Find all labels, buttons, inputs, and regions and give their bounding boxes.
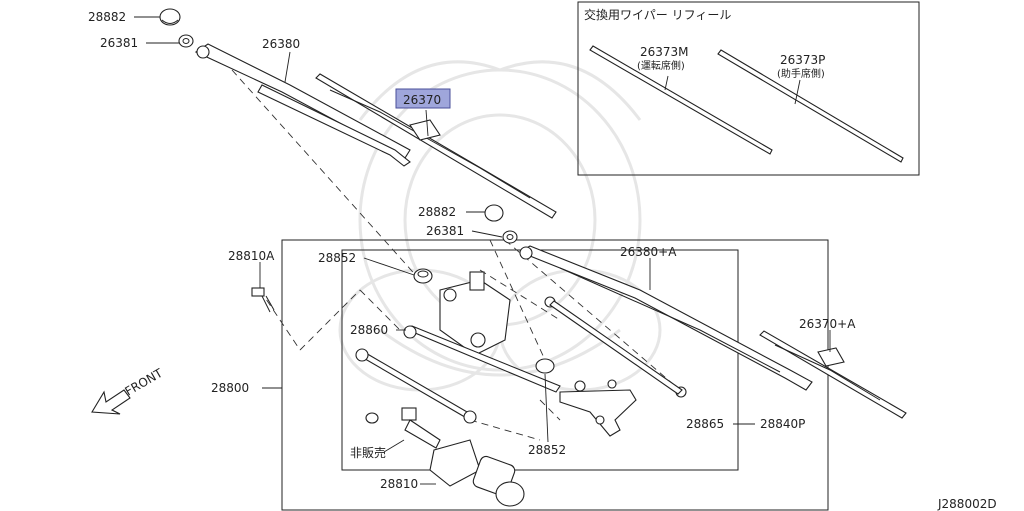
label-refill-driver-side: (運転席側): [637, 59, 685, 72]
pivot-bracket: [439, 271, 511, 356]
label-arm-passenger: 26380+A: [620, 245, 677, 259]
cap-top-icon: [159, 8, 181, 26]
driver-wiper-arm: [194, 43, 411, 167]
label-link-small: 28865: [686, 417, 724, 431]
pivot-lower-icon: [535, 358, 555, 374]
main-link-rod: [403, 300, 683, 395]
label-front: FRONT: [123, 366, 166, 399]
small-linkage: [559, 379, 637, 437]
refill-passenger: [717, 49, 904, 163]
refill-driver: [589, 45, 773, 155]
label-pivot-upper: 28852: [318, 251, 356, 265]
label-cap-mid: 28882: [418, 205, 456, 219]
link-rod: [355, 348, 477, 424]
front-direction-arrow-icon: [91, 389, 131, 415]
label-blade-driver[interactable]: 26370: [403, 93, 441, 107]
label-bolt: 28810A: [228, 249, 275, 263]
label-blade-passenger: 26370+A: [799, 317, 856, 331]
inset-title: 交換用ワイパー リフィール: [584, 7, 731, 22]
label-link-assembly: 28840P: [760, 417, 805, 431]
nut-mid-icon: [502, 230, 518, 244]
pivot-upper-icon: [413, 268, 433, 284]
link-assembly-outline: [341, 249, 739, 471]
label-arm-driver: 26380: [262, 37, 300, 51]
cap-mid-icon: [484, 204, 504, 222]
label-refill-passenger-side: (助手席側): [777, 67, 825, 80]
label-motor: 28810: [380, 477, 418, 491]
passenger-wiper-arm: [518, 245, 813, 391]
passenger-wiper-blade: [759, 330, 907, 419]
label-assembly: 28800: [211, 381, 249, 395]
refill-inset: 交換用ワイパー リフィール 26373M (運転席側) 26373P (助手席側…: [577, 1, 920, 176]
reference-lines: [231, 69, 681, 441]
wiper-motor-icon: [429, 439, 525, 507]
highlight-blade-driver[interactable]: [395, 88, 451, 109]
diagram-code: J288002D: [937, 497, 997, 511]
label-not-sold: 非販売: [350, 445, 386, 460]
label-link-rod: 28860: [350, 323, 388, 337]
assembly-outline: [281, 239, 829, 511]
label-pivot-lower: 28852: [528, 443, 566, 457]
label-cap-top: 28882: [88, 10, 126, 24]
leader-lines: [134, 16, 831, 485]
nut-top-icon: [178, 34, 194, 48]
bolt-icon: [251, 287, 275, 313]
label-refill-driver-code: 26373M: [640, 45, 689, 59]
label-nut-mid: 26381: [426, 224, 464, 238]
driver-wiper-blade: [315, 73, 557, 219]
label-nut-top: 26381: [100, 36, 138, 50]
not-sold-part: [365, 407, 441, 449]
label-refill-passenger-code: 26373P: [780, 53, 825, 67]
